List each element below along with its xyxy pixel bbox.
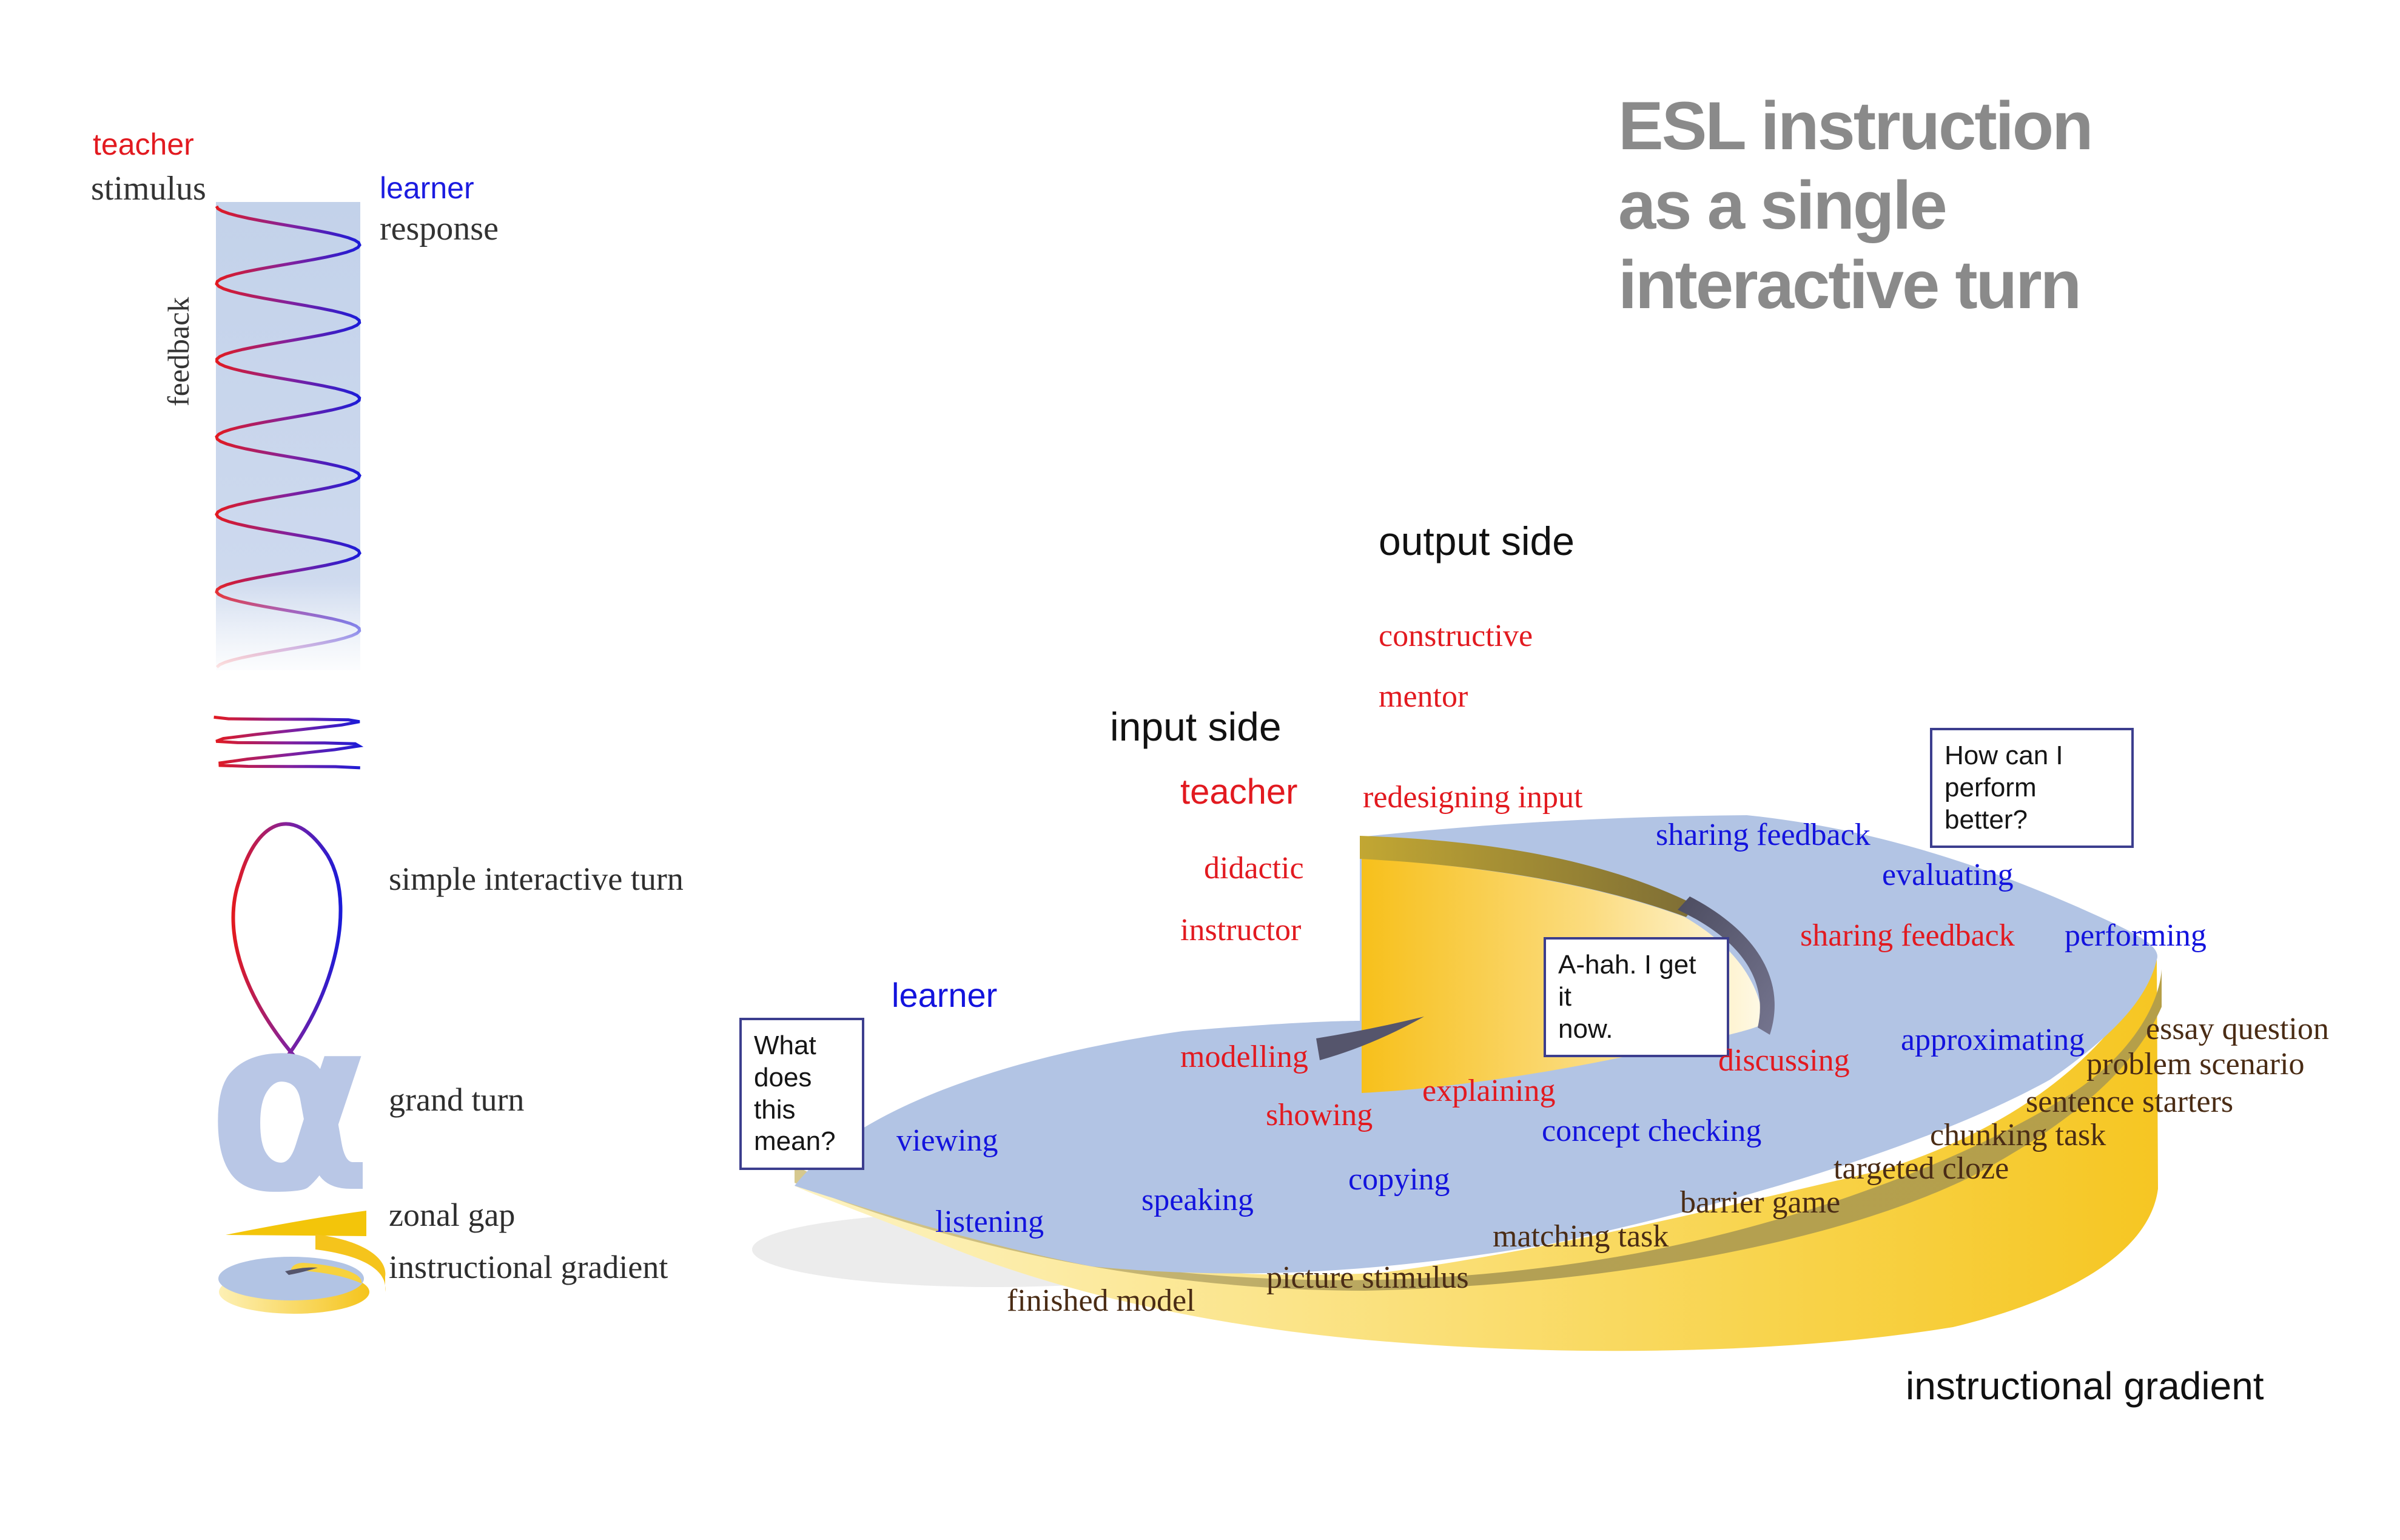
label-targeted-cloze: targeted cloze [1834, 1151, 2009, 1186]
label-mentor: mentor [1379, 679, 1468, 714]
legend-learner: learner [380, 171, 474, 205]
legend-feedback: feedback [161, 297, 195, 406]
legend-stimulus: stimulus [91, 170, 206, 207]
label-copying: copying [1348, 1162, 1450, 1197]
heading-input-side: input side [1110, 704, 1282, 749]
wall-top-edge [1360, 836, 1695, 917]
label-modelling: modelling [1180, 1040, 1308, 1074]
label-redesigning-input: redesigning input [1363, 780, 1583, 815]
legend-zonal-gap: zonal gap [389, 1197, 516, 1233]
speech-bubble-what: What does this mean? [739, 1018, 864, 1171]
speech-bubble-perform: How can I perform better? [1930, 728, 2134, 849]
label-chunking-task: chunking task [1930, 1118, 2106, 1152]
label-approximating: approximating [1901, 1023, 2085, 1057]
label-performing: performing [2065, 918, 2207, 953]
legend-response: response [380, 210, 499, 247]
instructional-gradient-icon [218, 1234, 386, 1314]
label-sentence-starters: sentence starters [2026, 1084, 2234, 1119]
outer-yellow-band [795, 960, 2158, 1351]
legend-grand-turn: grand turn [389, 1081, 525, 1118]
label-discussing: discussing [1718, 1043, 1850, 1078]
rim-edge-band [795, 969, 2162, 1291]
zonal-gap-icon [226, 1211, 366, 1236]
legend-teacher: teacher [93, 127, 194, 161]
heading-output-side: output side [1379, 519, 1575, 563]
legend-instructional-gradient: instructional gradient [389, 1249, 668, 1285]
label-listening: listening [935, 1205, 1044, 1239]
label-sharing-feedback-red: sharing feedback [1800, 918, 2015, 953]
label-concept-checking: concept checking [1542, 1114, 1762, 1148]
compressed-wave-icon [213, 715, 364, 770]
simple-turn-icon [231, 822, 343, 1103]
label-evaluating: evaluating [1882, 858, 2014, 892]
label-problem-scenario: problem scenario [2086, 1047, 2305, 1081]
label-speaking: speaking [1141, 1183, 1254, 1217]
caption-instructional-gradient: instructional gradient [1906, 1364, 2264, 1408]
label-didactic: didactic [1204, 851, 1304, 886]
label-sharing-feedback-blue: sharing feedback [1656, 818, 1871, 852]
label-barrier-game: barrier game [1680, 1185, 1841, 1220]
label-teacher-main: teacher [1180, 772, 1298, 812]
label-instructor: instructor [1180, 913, 1302, 947]
label-matching-task: matching task [1493, 1219, 1669, 1254]
label-essay-question: essay question [2146, 1012, 2329, 1046]
grand-turn-icon: α [206, 964, 373, 1246]
label-finished-model: finished model [1007, 1283, 1195, 1318]
label-showing: showing [1266, 1098, 1373, 1132]
label-constructive: constructive [1379, 619, 1533, 653]
legend-simple-interactive-turn: simple interactive turn [389, 861, 684, 897]
zonal-gap-wedge [1316, 1017, 1424, 1060]
label-picture-stimulus: picture stimulus [1266, 1260, 1469, 1295]
column-fade [212, 582, 364, 679]
label-viewing: viewing [896, 1123, 998, 1158]
gap-crescent [1678, 896, 1775, 1035]
page-title: ESL instruction as a single interactive … [1618, 88, 2094, 323]
label-learner-main: learner [892, 976, 998, 1014]
speech-bubble-ahah: A-hah. I get it now. [1544, 937, 1729, 1058]
label-explaining: explaining [1422, 1074, 1556, 1108]
